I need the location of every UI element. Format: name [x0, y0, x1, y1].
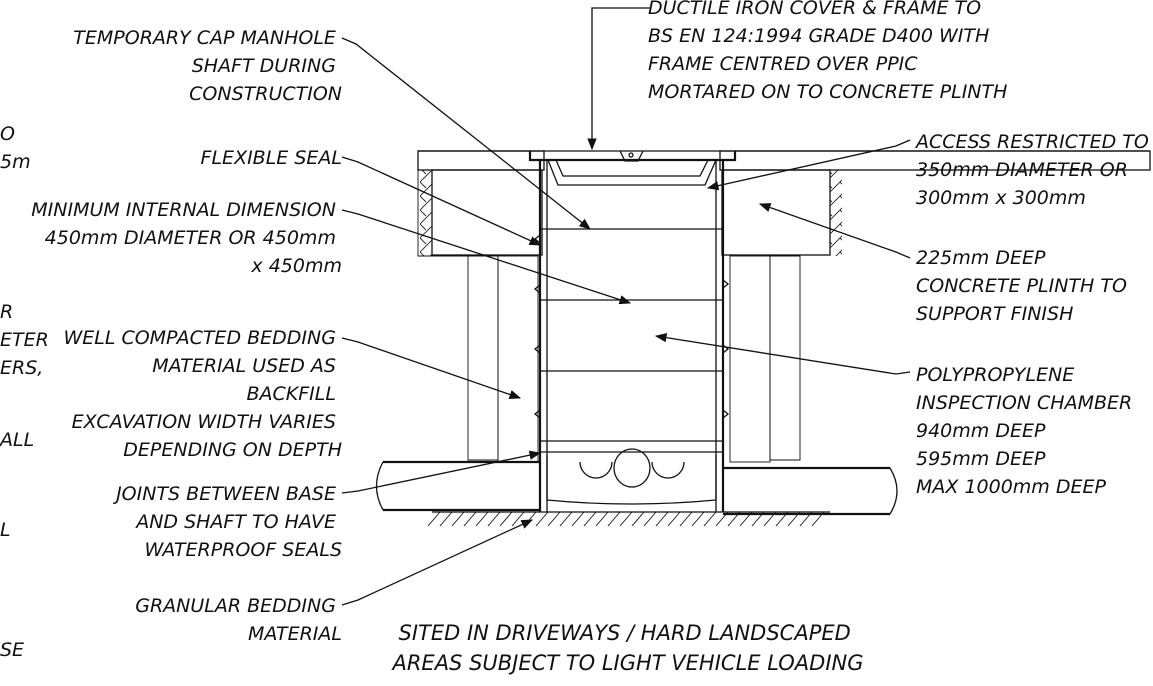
svg-text:SE: SE: [0, 639, 24, 661]
label-polypropylene-chamber: POLYPROPYLENE INSPECTION CHAMBER 940mm D…: [916, 364, 1138, 498]
concrete-plinth: [431, 169, 831, 256]
label-concrete-plinth: 225mm DEEP CONCRETE PLINTH TO SUPPORT FI…: [916, 247, 1133, 325]
svg-text:R: R: [0, 301, 13, 323]
chamber-base-channel: [546, 448, 717, 505]
label-granular-bedding: GRANULAR BEDDING MATERIAL: [135, 595, 342, 645]
label-access-restricted: ACCESS RESTRICTED TO 350mm DIAMETER OR 3…: [914, 131, 1153, 209]
ductile-iron-cover: [528, 150, 737, 186]
svg-text:L: L: [0, 519, 11, 541]
svg-text:ALL: ALL: [0, 429, 34, 451]
label-flexible-seal: FLEXIBLE SEAL: [201, 147, 342, 169]
backfill-left: [417, 169, 499, 461]
svg-text:O: O: [0, 123, 15, 145]
granular-bedding-base: [427, 511, 830, 527]
label-joints-between-base: JOINTS BETWEEN BASE AND SHAFT TO HAVE WA…: [112, 483, 342, 561]
backfill-right: [769, 170, 842, 461]
drain-pipe-left: [375, 460, 540, 512]
shaft-seals: [533, 234, 730, 419]
label-well-compacted-bedding: WELL COMPACTED BEDDING MATERIAL USED AS …: [63, 327, 342, 461]
svg-text:ERS,: ERS,: [0, 357, 43, 379]
edge-text-fragments: O 5m R ETER ERS, ALL L SE: [0, 123, 49, 661]
drawing-title: SITED IN DRIVEWAYS / HARD LANDSCAPED ARE…: [390, 621, 863, 675]
compacted-bedding-hatch: [497, 255, 771, 463]
leader-lines-right: [587, 7, 911, 375]
leader-lines-left: [341, 37, 632, 606]
svg-text:5m: 5m: [0, 151, 31, 173]
drain-pipe-right: [723, 466, 898, 516]
inspection-chamber-shaft: [538, 160, 725, 512]
svg-text:ETER: ETER: [0, 329, 49, 351]
label-ductile-iron-cover: DUCTILE IRON COVER & FRAME TO BS EN 124:…: [648, 0, 1007, 103]
label-minimum-internal-dimension: MINIMUM INTERNAL DIMENSION 450mm DIAMETE…: [31, 199, 342, 277]
label-temporary-cap: TEMPORARY CAP MANHOLE SHAFT DURING CONST…: [73, 27, 342, 105]
